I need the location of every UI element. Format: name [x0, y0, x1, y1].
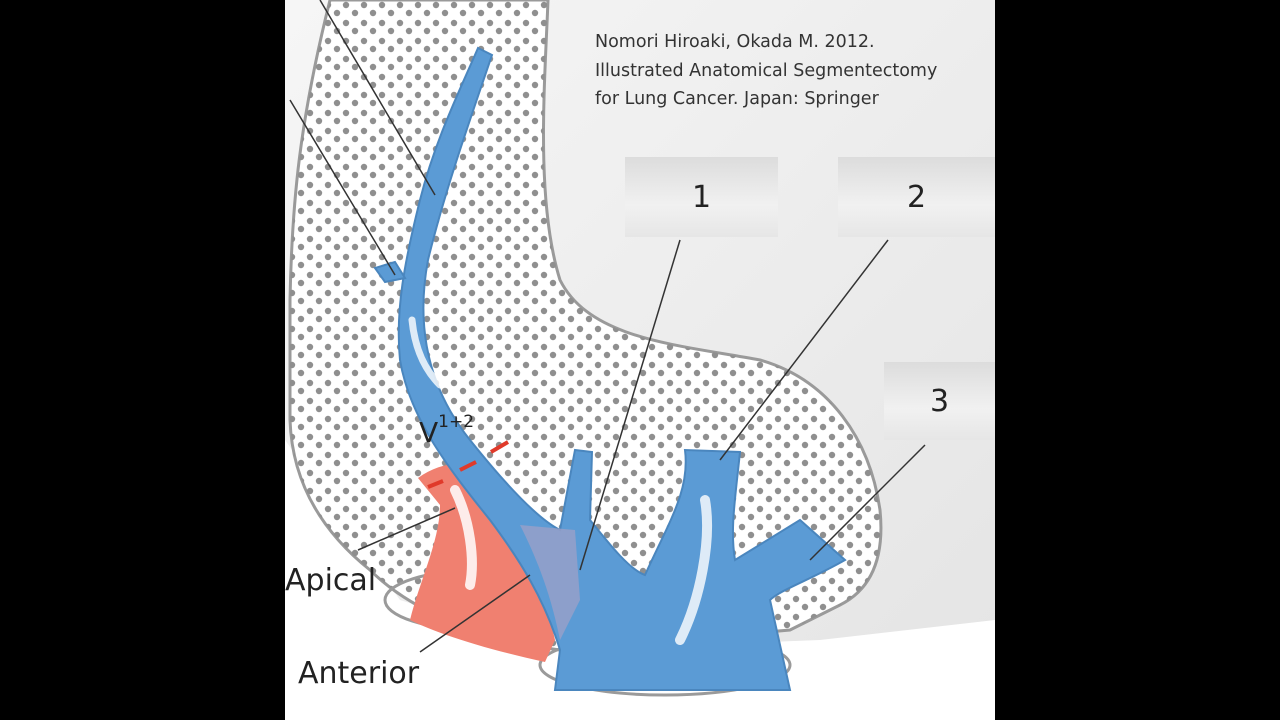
vein-highlight — [408, 316, 444, 389]
lung-vein-illustration — [285, 0, 995, 720]
label-box-1: 1 — [625, 157, 778, 237]
lower-white-area — [285, 440, 995, 720]
vein-label-sup: 1+2 — [438, 412, 475, 432]
label-box-3: 3 — [884, 362, 995, 440]
citation-line: Illustrated Anatomical Segmentectomy — [595, 60, 938, 81]
label-box-2: 2 — [838, 157, 995, 237]
apical-label: Apical — [285, 563, 377, 598]
citation-line: for Lung Cancer. Japan: Springer — [595, 89, 879, 109]
pulmonary-artery — [410, 463, 555, 662]
vein-side-branch — [373, 260, 407, 284]
leader-lines — [289, 0, 926, 653]
overlap-region — [520, 525, 580, 640]
artery-highlight — [450, 485, 477, 590]
vein-trunk-highlight — [675, 495, 712, 645]
vein-label-main: V — [419, 416, 439, 449]
anterior-label: Anterior — [298, 656, 420, 691]
vein-label: V1+2 — [419, 412, 474, 449]
citation-line: Nomori Hiroaki, Okada M. 2012. — [595, 32, 875, 52]
citation: Nomori Hiroaki, Okada M. 2012. Illustrat… — [595, 28, 937, 114]
cut-line — [427, 440, 510, 489]
diagram-frame: Nomori Hiroaki, Okada M. 2012. Illustrat… — [285, 0, 995, 720]
